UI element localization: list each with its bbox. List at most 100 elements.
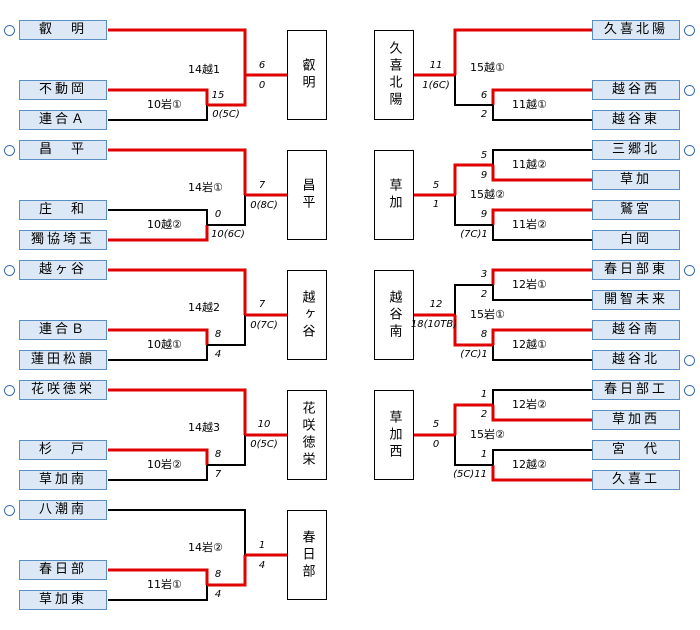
semi-code-l5: 11岩① bbox=[147, 578, 182, 591]
seed-marker bbox=[684, 145, 695, 156]
team-l4-3: 草加南 bbox=[19, 470, 107, 490]
line-l1-semi-out bbox=[207, 75, 247, 107]
final-score-r2-top: 5 bbox=[432, 180, 440, 191]
semi-score-l3-top: 8 bbox=[214, 329, 222, 340]
line-r2-semi1-out bbox=[453, 163, 493, 195]
team-r3-1: 春日部東 bbox=[592, 260, 680, 280]
semi-score-l3-bot: 4 bbox=[214, 349, 222, 360]
semi-code-r3a: 12岩① bbox=[512, 278, 547, 291]
line-l5-team3 bbox=[108, 585, 208, 601]
semi-score-l2-bot: 10(6C) bbox=[211, 229, 245, 240]
seed-marker bbox=[4, 385, 15, 396]
final-code-l1: 14越1 bbox=[188, 63, 220, 76]
semi-code-r2b: 11岩② bbox=[512, 218, 547, 231]
final-score-l3-top: 7 bbox=[258, 299, 266, 310]
final-score-l2-top: 7 bbox=[258, 180, 266, 191]
team-r2-3: 鷲宮 bbox=[592, 200, 680, 220]
line-l3-team1 bbox=[108, 268, 247, 315]
team-r2-2: 草加 bbox=[592, 170, 680, 190]
seed-marker bbox=[684, 25, 695, 36]
semi-code-r2a: 11越② bbox=[512, 158, 547, 171]
line-l2-team1 bbox=[108, 148, 247, 195]
semi-code-l4: 10岩② bbox=[147, 458, 182, 471]
team-r1-3: 越谷東 bbox=[592, 110, 680, 130]
semi-code-l1: 10岩① bbox=[147, 98, 182, 111]
winner-r4: 草加西 bbox=[374, 390, 414, 480]
semi-score-r3b-top: 8 bbox=[480, 329, 488, 340]
semi-score-l1-bot: 0(5C) bbox=[212, 109, 240, 120]
final-score-r3-bot: 18(10TB) bbox=[410, 319, 458, 330]
final-code-l2: 14岩① bbox=[188, 181, 223, 194]
winner-l2: 昌平 bbox=[287, 150, 327, 240]
semi-score-r2a-top: 5 bbox=[480, 150, 488, 161]
line-r3-semi1-out bbox=[454, 284, 493, 315]
line-r2-team1 bbox=[492, 149, 592, 165]
team-l1-3: 連合Ａ bbox=[19, 110, 107, 130]
line-l1-team2 bbox=[108, 88, 209, 105]
line-r2-semi2-out bbox=[454, 195, 493, 226]
team-r3-4: 越谷北 bbox=[592, 350, 680, 370]
team-l1-1: 叡 明 bbox=[19, 20, 107, 40]
line-l1-team3 bbox=[108, 105, 208, 121]
team-r4-2: 草加西 bbox=[592, 410, 680, 430]
line-r4-team1 bbox=[492, 389, 592, 405]
seed-marker bbox=[684, 265, 695, 276]
line-r1-semi-out bbox=[454, 75, 493, 106]
line-r2-team4 bbox=[492, 225, 592, 241]
team-r2-4: 白岡 bbox=[592, 230, 680, 250]
team-r1-1: 久喜北陽 bbox=[592, 20, 680, 40]
seed-marker bbox=[4, 25, 15, 36]
team-l5-3: 草加東 bbox=[19, 590, 107, 610]
team-l4-1: 花咲徳栄 bbox=[19, 380, 107, 400]
final-code-r4: 15岩② bbox=[470, 428, 505, 441]
final-score-l2-bot: 0(8C) bbox=[250, 200, 278, 211]
line-r3-team1 bbox=[491, 268, 592, 285]
line-r4-semi2-out bbox=[454, 435, 493, 466]
line-r2-team2 bbox=[491, 165, 592, 182]
semi-score-l4-bot: 7 bbox=[214, 469, 222, 480]
final-code-r2: 15越② bbox=[470, 188, 505, 201]
semi-score-r3a-bot: 2 bbox=[480, 289, 488, 300]
semi-code-r1: 11越① bbox=[512, 98, 547, 111]
line-l4-team1 bbox=[108, 388, 247, 435]
line-l2-semi-out bbox=[207, 195, 246, 226]
team-l5-1: 八潮南 bbox=[19, 500, 107, 520]
winner-r1: 久喜北陽 bbox=[374, 30, 414, 120]
line-r3-semi2-out bbox=[453, 315, 493, 347]
line-r3-team3 bbox=[491, 328, 592, 345]
team-r3-3: 越谷南 bbox=[592, 320, 680, 340]
semi-code-r3b: 12越① bbox=[512, 338, 547, 351]
line-r4-team2 bbox=[491, 405, 592, 422]
semi-code-l2: 10越② bbox=[147, 218, 182, 231]
line-l4-semi-out bbox=[207, 435, 246, 466]
seed-marker bbox=[4, 145, 15, 156]
team-l2-3: 獨協埼玉 bbox=[19, 230, 107, 250]
semi-score-l1-top: 15 bbox=[211, 90, 225, 101]
final-score-l3-bot: 0(7C) bbox=[250, 320, 278, 331]
final-score-l5-top: 1 bbox=[258, 540, 266, 551]
winner-r2: 草加 bbox=[374, 150, 414, 240]
semi-score-l5-top: 8 bbox=[214, 569, 222, 580]
final-code-l4: 14越3 bbox=[188, 421, 220, 434]
line-r2-team3 bbox=[491, 208, 592, 225]
semi-score-l2-top: 0 bbox=[214, 209, 222, 220]
team-l3-2: 連合Ｂ bbox=[19, 320, 107, 340]
semi-score-r2b-bot: (7C)1 bbox=[460, 229, 488, 240]
line-r4-team3 bbox=[492, 449, 592, 465]
semi-score-r4b-top: 1 bbox=[480, 449, 488, 460]
team-r4-4: 久喜工 bbox=[592, 470, 680, 490]
seed-marker bbox=[684, 85, 695, 96]
semi-score-l5-bot: 4 bbox=[214, 589, 222, 600]
team-l3-3: 蓮田松韻 bbox=[19, 350, 107, 370]
line-r1-team2 bbox=[491, 88, 592, 105]
line-l4-team2 bbox=[108, 448, 209, 465]
final-score-l4-top: 10 bbox=[257, 419, 271, 430]
semi-score-l4-top: 8 bbox=[214, 449, 222, 460]
semi-score-r1-bot: 2 bbox=[480, 109, 488, 120]
team-l4-2: 杉 戸 bbox=[19, 440, 107, 460]
line-l2-team2 bbox=[108, 209, 208, 225]
final-score-r1-top: 11 bbox=[429, 60, 443, 71]
winner-r3: 越谷南 bbox=[374, 270, 414, 360]
team-l2-2: 庄 和 bbox=[19, 200, 107, 220]
